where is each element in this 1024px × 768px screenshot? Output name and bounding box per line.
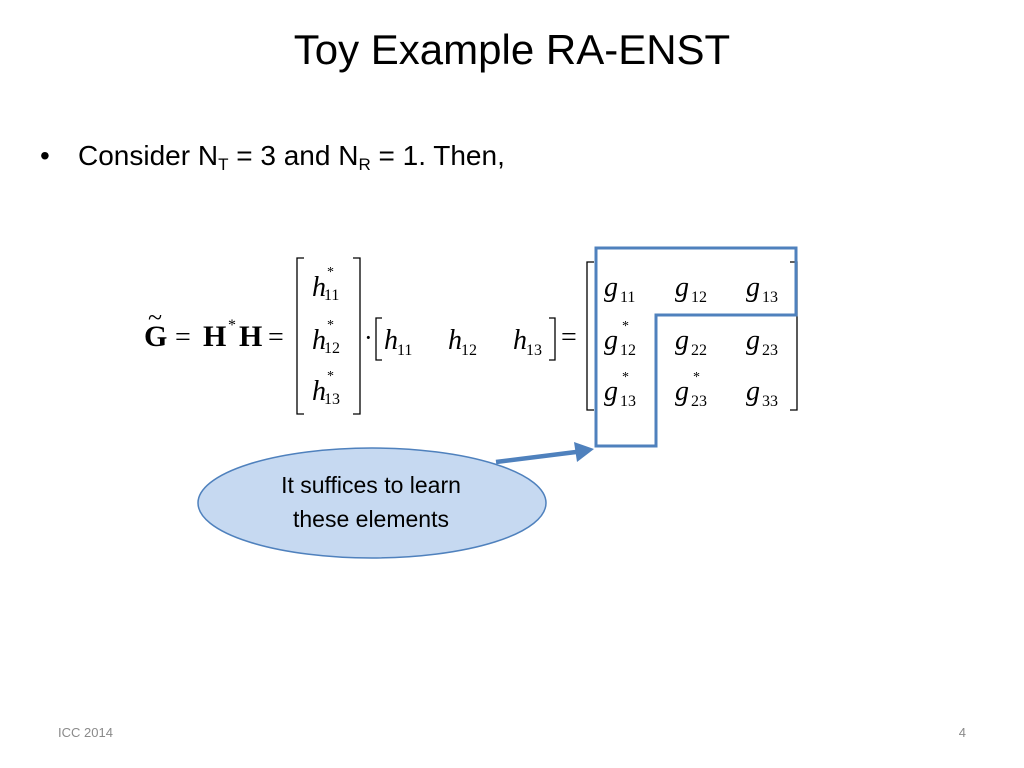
dot-operator: · [364, 323, 373, 352]
bullet-dot: • [40, 140, 50, 171]
callout-text: It suffices to learn these elements [281, 472, 461, 532]
g-tilde-symbol: G [144, 320, 167, 353]
svg-text:h: h [448, 325, 462, 356]
svg-text:*: * [327, 369, 334, 384]
svg-text:13: 13 [324, 391, 340, 408]
conj-star-h: * [228, 317, 236, 334]
svg-text:13: 13 [526, 342, 542, 359]
callout-arrow-shaft [495, 449, 577, 465]
svg-text:11: 11 [324, 287, 339, 304]
tilde-mark: ~ [148, 303, 162, 332]
svg-text:*: * [327, 265, 334, 280]
svg-text:g: g [675, 325, 689, 356]
equals-sign-2: = [268, 322, 284, 353]
h-conj-symbol: H [203, 320, 226, 353]
footer-conference: ICC 2014 [58, 725, 113, 740]
svg-text:22: 22 [691, 342, 707, 359]
svg-text:12: 12 [620, 342, 636, 359]
svg-text:13: 13 [762, 289, 778, 306]
svg-text:g: g [604, 325, 618, 356]
g-matrix-left-bracket [586, 261, 594, 411]
h-symbol: H [239, 320, 262, 353]
page-number: 4 [958, 725, 966, 740]
highlight-region [594, 246, 798, 448]
row-vector-entry: h 12 [448, 325, 477, 359]
svg-text:*: * [622, 370, 629, 385]
row-vector-entry: h 13 [513, 325, 542, 359]
svg-text:g: g [604, 272, 618, 303]
column-vector-left-bracket [296, 257, 304, 415]
svg-text:h: h [312, 376, 326, 407]
svg-text:h: h [312, 272, 326, 303]
callout-bubble [197, 447, 547, 559]
callout-arrow-head [574, 442, 594, 462]
bullet-text-before: Consider N [78, 140, 219, 171]
row-vector-entry: h 11 [384, 325, 412, 359]
svg-text:33: 33 [762, 393, 778, 410]
svg-text:*: * [693, 370, 700, 385]
subscript-r: R [358, 155, 371, 174]
svg-text:g: g [746, 376, 760, 407]
svg-text:g: g [746, 325, 760, 356]
svg-text:h: h [312, 325, 326, 356]
equals-sign-1: = [175, 322, 191, 353]
subscript-t: T [218, 155, 229, 174]
svg-text:11: 11 [397, 342, 412, 359]
row-vector-left-bracket [375, 317, 382, 361]
column-vector-entry: h * 13 [312, 369, 340, 408]
column-vector-entry: h * 11 [312, 265, 339, 304]
svg-text:g: g [746, 272, 760, 303]
svg-text:23: 23 [762, 342, 778, 359]
svg-text:*: * [327, 318, 334, 333]
svg-text:g: g [675, 272, 689, 303]
bullet-text-mid: = 3 and N [228, 140, 359, 171]
column-vector-right-bracket [353, 257, 361, 415]
svg-text:g: g [675, 376, 689, 407]
svg-text:23: 23 [691, 393, 707, 410]
bullet-item: • Consider NT = 3 and NR = 1. Then, [40, 140, 505, 175]
equals-sign-3: = [561, 322, 577, 353]
bullet-text-after: = 1. Then, [370, 140, 505, 171]
row-vector-right-bracket [549, 317, 556, 361]
g-matrix-right-bracket [790, 261, 798, 411]
svg-text:h: h [513, 325, 527, 356]
svg-text:g: g [604, 376, 618, 407]
bullet-text: Consider NT = 3 and NR = 1. Then, [78, 140, 505, 175]
column-vector-entry: h * 12 [312, 318, 340, 357]
svg-text:11: 11 [620, 289, 635, 306]
svg-text:12: 12 [691, 289, 707, 306]
svg-text:12: 12 [461, 342, 477, 359]
slide-title: Toy Example RA-ENST [293, 26, 731, 73]
svg-text:12: 12 [324, 340, 340, 357]
svg-text:h: h [384, 325, 398, 356]
svg-text:13: 13 [620, 393, 636, 410]
svg-text:*: * [622, 319, 629, 334]
